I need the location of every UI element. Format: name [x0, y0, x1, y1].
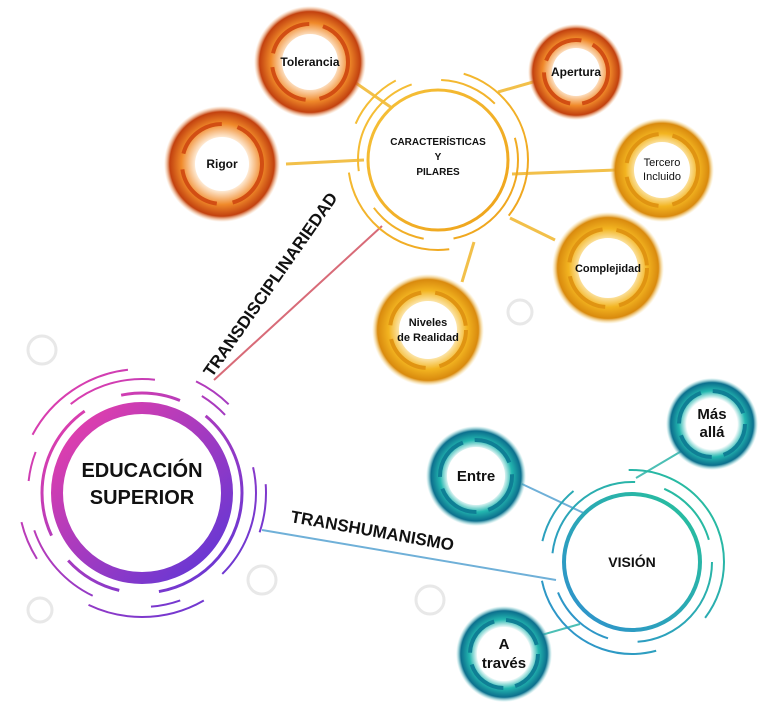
connector-entre: [521, 483, 591, 517]
pillar-label-line1: Tercero: [644, 157, 681, 169]
connector-complejidad: [509, 216, 556, 242]
vision-item-label-line2: allá: [699, 424, 725, 441]
vision-hub[interactable]: VISIÓN: [539, 469, 725, 655]
vision-item-label-line1: Más: [697, 406, 726, 423]
vision-item-label-line2: través: [482, 655, 526, 672]
connector-center-pillars: [213, 225, 383, 381]
pillars-title-line3: PILARES: [416, 167, 460, 178]
pillar-label-line1: Niveles: [409, 317, 448, 329]
pillar-label: Apertura: [551, 65, 601, 79]
vision-item-label: Entre: [457, 468, 495, 485]
pillar-label: Tolerancia: [280, 55, 339, 69]
pillar-label-line2: de Realidad: [397, 332, 459, 344]
edge-label-transhumanismo: TRANSHUMANISMO: [289, 507, 455, 554]
vision-a-traves[interactable]: A través: [456, 606, 552, 702]
pillars-hub[interactable]: CARACTERÍSTICAS Y PILARES: [347, 69, 529, 251]
pillar-apertura[interactable]: Apertura: [528, 24, 624, 120]
center-node[interactable]: EDUCACIÓN SUPERIOR: [17, 368, 267, 618]
pillar-rigor[interactable]: Rigor: [164, 106, 280, 222]
connector-tercero: [511, 168, 617, 176]
pillars-title-line2: Y: [435, 152, 442, 163]
pillar-complejidad[interactable]: Complejidad: [552, 212, 664, 324]
vision-mas-alla[interactable]: Más allá: [666, 378, 758, 470]
pillar-tolerancia[interactable]: Tolerancia: [254, 6, 366, 118]
vision-entre[interactable]: Entre: [426, 426, 526, 526]
watermark: [26, 298, 534, 624]
pillars-title-line1: CARACTERÍSTICAS: [390, 135, 486, 148]
vision-title: VISIÓN: [608, 553, 655, 570]
connector-rigor: [285, 158, 365, 166]
vision-item-label-line1: A: [499, 636, 510, 653]
pillar-label-line2: Incluido: [643, 171, 681, 183]
center-label-line2: SUPERIOR: [90, 487, 195, 509]
pillar-label: Complejidad: [575, 263, 641, 275]
pillar-label: Rigor: [206, 157, 238, 171]
connector-center-vision: [261, 529, 557, 581]
pillar-niveles-de-realidad[interactable]: Niveles de Realidad: [372, 274, 484, 386]
center-label-line1: EDUCACIÓN: [81, 458, 202, 482]
pillar-tercero-incluido[interactable]: Tercero Incluido: [610, 118, 714, 222]
connector-niveles: [460, 241, 476, 283]
